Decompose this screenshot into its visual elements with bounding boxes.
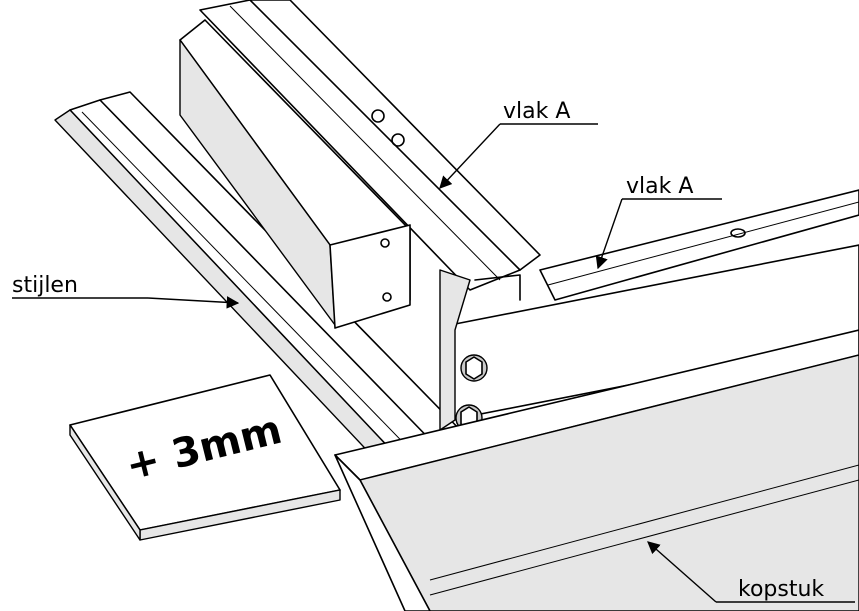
cross-rail-top <box>539 189 859 301</box>
label-vlak-a-top: vlak A <box>503 99 570 124</box>
hole-2 <box>391 133 405 147</box>
label-stijlen: stijlen <box>12 273 78 298</box>
label-kopstuk: kopstuk <box>738 577 824 602</box>
rail-hole <box>730 228 746 238</box>
leader-vlak-a-right: vlak A <box>595 174 722 270</box>
label-vlak-a-right: vlak A <box>626 174 693 199</box>
shim-plate: + 3mm <box>69 374 341 541</box>
end-piece <box>334 329 859 611</box>
beam-hole-1 <box>380 238 390 248</box>
leader-vlak-a-top: vlak A <box>439 99 598 189</box>
leader-kopstuk: kopstuk <box>647 541 855 603</box>
box-beam <box>179 19 411 329</box>
corner-plate <box>439 244 859 431</box>
inner-rail <box>199 0 541 291</box>
leader-stijlen: stijlen <box>12 273 240 309</box>
hole-1 <box>371 109 385 123</box>
beam-hole-2 <box>382 292 392 302</box>
bolt-1 <box>460 354 488 382</box>
